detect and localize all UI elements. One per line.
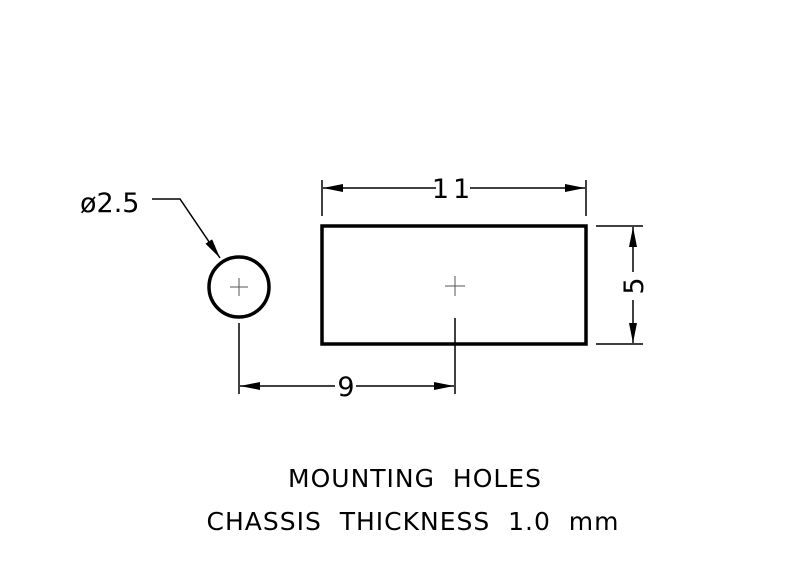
note-title: MOUNTING HOLES bbox=[288, 464, 542, 493]
hole-center-mark bbox=[230, 278, 248, 296]
height-dimension bbox=[596, 225, 643, 345]
width-dimension bbox=[321, 180, 587, 216]
hole-diameter-label: ø2.5 bbox=[80, 188, 139, 219]
width-label: 11 bbox=[432, 174, 474, 205]
center-distance-label: 9 bbox=[337, 372, 354, 403]
note-thickness: CHASSIS THICKNESS 1.0 mm bbox=[206, 507, 619, 536]
center-distance-dimension bbox=[238, 318, 456, 394]
rectangular-cutout bbox=[320, 224, 588, 346]
cutout-center-mark bbox=[445, 276, 465, 296]
round-hole bbox=[207, 255, 271, 319]
diameter-leader bbox=[152, 198, 221, 259]
height-label: 5 bbox=[619, 277, 650, 294]
